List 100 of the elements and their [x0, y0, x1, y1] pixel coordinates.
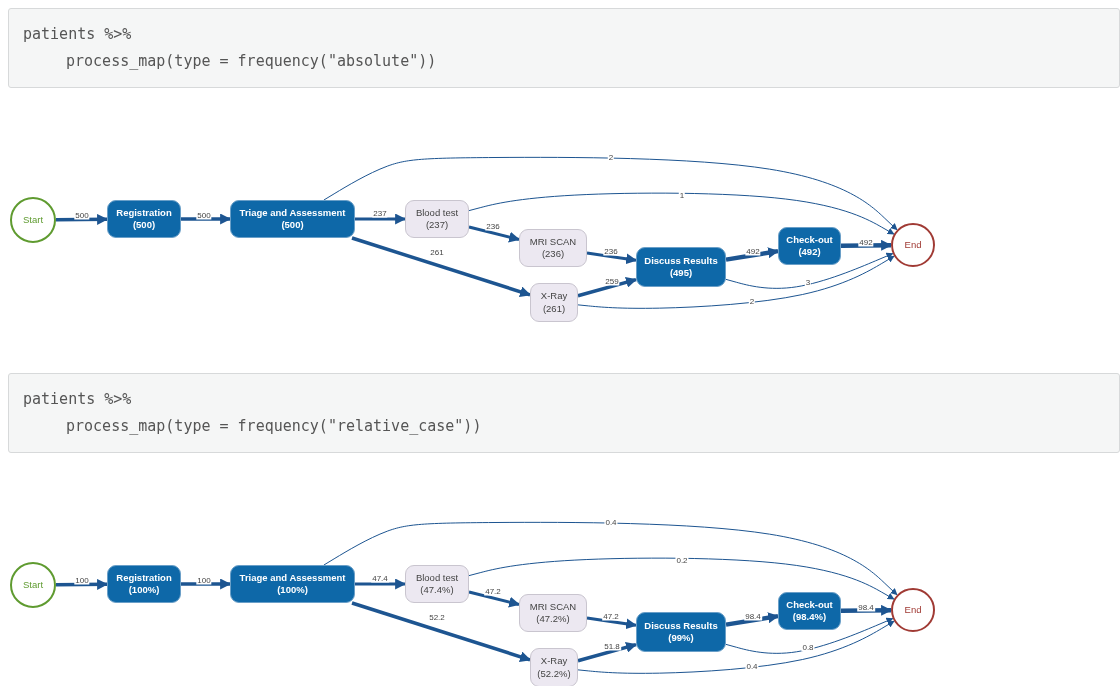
arrow — [725, 252, 894, 289]
node-label: Triage and Assessment — [239, 571, 346, 584]
node-label: Blood test — [415, 571, 459, 584]
arrow — [577, 641, 638, 663]
activity-box — [778, 227, 841, 265]
edge-label: 0.2 — [675, 555, 689, 565]
arrow — [725, 247, 780, 262]
node-label: (495) — [669, 267, 693, 280]
arrow — [840, 239, 893, 251]
edge-label: 500 — [196, 210, 212, 220]
node-label: (236) — [541, 248, 565, 261]
node-label: (99%) — [668, 632, 694, 645]
activity-box — [230, 565, 355, 603]
edge-label: 237 — [372, 208, 388, 218]
activity-box — [519, 594, 587, 632]
edge-label: 261 — [429, 247, 445, 257]
arrow — [181, 578, 232, 590]
arrow — [586, 616, 638, 630]
edge-label: 100 — [74, 575, 90, 585]
arrow — [468, 590, 521, 608]
node-label: (98.4%) — [792, 611, 827, 624]
edge-label: 500 — [74, 210, 90, 220]
activity-box — [107, 200, 181, 238]
arrow — [323, 521, 898, 596]
node-label: End — [904, 603, 922, 617]
arrow — [323, 156, 898, 231]
code-line: patients %>% — [23, 389, 132, 410]
code-line: process_map(type = frequency("relative_case")) — [65, 416, 482, 437]
edge-label: 0.4 — [604, 517, 618, 527]
edge-label: 98.4 — [744, 611, 762, 621]
arrow — [56, 578, 109, 590]
edge-label: 52.2 — [428, 612, 446, 622]
activity-box — [636, 247, 726, 287]
edge-label: 0.4 — [745, 661, 759, 671]
node-label: (492) — [798, 246, 821, 259]
node-label: Discuss Results — [644, 619, 718, 632]
activity-box — [405, 565, 469, 603]
arrow — [725, 612, 780, 627]
node-label: Registration — [116, 206, 172, 219]
edge-label: 259 — [604, 276, 620, 286]
node-label: (47.4%) — [420, 584, 454, 597]
arrow — [355, 213, 407, 225]
arrow — [351, 236, 532, 298]
node-label: Blood test — [415, 206, 459, 219]
edge-label: 51.8 — [603, 641, 621, 651]
arrow — [56, 213, 109, 225]
edge-label: 47.4 — [371, 573, 389, 583]
arrow — [840, 604, 893, 616]
end-event-circle — [891, 223, 935, 267]
edge-label: 236 — [485, 221, 501, 231]
node-label: (100%) — [128, 584, 160, 597]
node-label: (47.2%) — [536, 613, 570, 626]
code-line: process_map(type = frequency("absolute")) — [65, 51, 437, 72]
code-block — [8, 8, 1120, 88]
edge-label: 492 — [858, 237, 874, 247]
code-block — [8, 373, 1120, 453]
arrow — [468, 557, 895, 600]
node-label: MRI SCAN — [529, 600, 577, 613]
edge-label: 3 — [804, 277, 812, 287]
arrow — [468, 225, 521, 243]
arrow — [468, 192, 895, 235]
arrow — [586, 251, 638, 265]
activity-box — [636, 612, 726, 652]
node-label: Registration — [116, 571, 172, 584]
edge-label: 2 — [607, 152, 615, 162]
node-label: (500) — [281, 219, 304, 232]
arrow — [355, 578, 407, 590]
node-label: MRI SCAN — [529, 235, 577, 248]
node-label: X-Ray — [540, 655, 568, 668]
node-label: Discuss Results — [644, 254, 718, 267]
edge-label: 492 — [745, 246, 761, 256]
start-event-circle — [10, 562, 56, 608]
activity-box — [107, 565, 181, 603]
activity-box — [230, 200, 355, 238]
arrow — [577, 276, 638, 298]
activity-box — [530, 648, 578, 686]
node-label: X-Ray — [540, 290, 568, 303]
edge-label: 1 — [678, 190, 686, 200]
arrow — [577, 620, 895, 674]
activity-box — [530, 283, 578, 322]
node-label: Start — [22, 578, 44, 592]
node-label: (52.2%) — [537, 667, 571, 680]
edge-label: 0.8 — [801, 642, 815, 652]
node-label: Check-out — [786, 233, 833, 246]
activity-box — [519, 229, 587, 267]
node-label: (237) — [425, 219, 449, 232]
node-label: End — [904, 238, 922, 252]
node-label: (100%) — [277, 584, 308, 597]
edge-label: 47.2 — [602, 611, 620, 621]
edge-label: 2 — [748, 296, 756, 306]
node-label: (500) — [132, 219, 156, 232]
edge-label: 98.4 — [857, 602, 875, 612]
node-label: Start — [22, 213, 44, 227]
start-event-circle — [10, 197, 56, 243]
edge-label: 236 — [603, 246, 619, 256]
activity-box — [405, 200, 469, 238]
code-line: patients %>% — [23, 24, 132, 45]
node-label: Check-out — [786, 598, 833, 611]
node-label: (261) — [542, 302, 566, 315]
arrow — [725, 617, 894, 654]
